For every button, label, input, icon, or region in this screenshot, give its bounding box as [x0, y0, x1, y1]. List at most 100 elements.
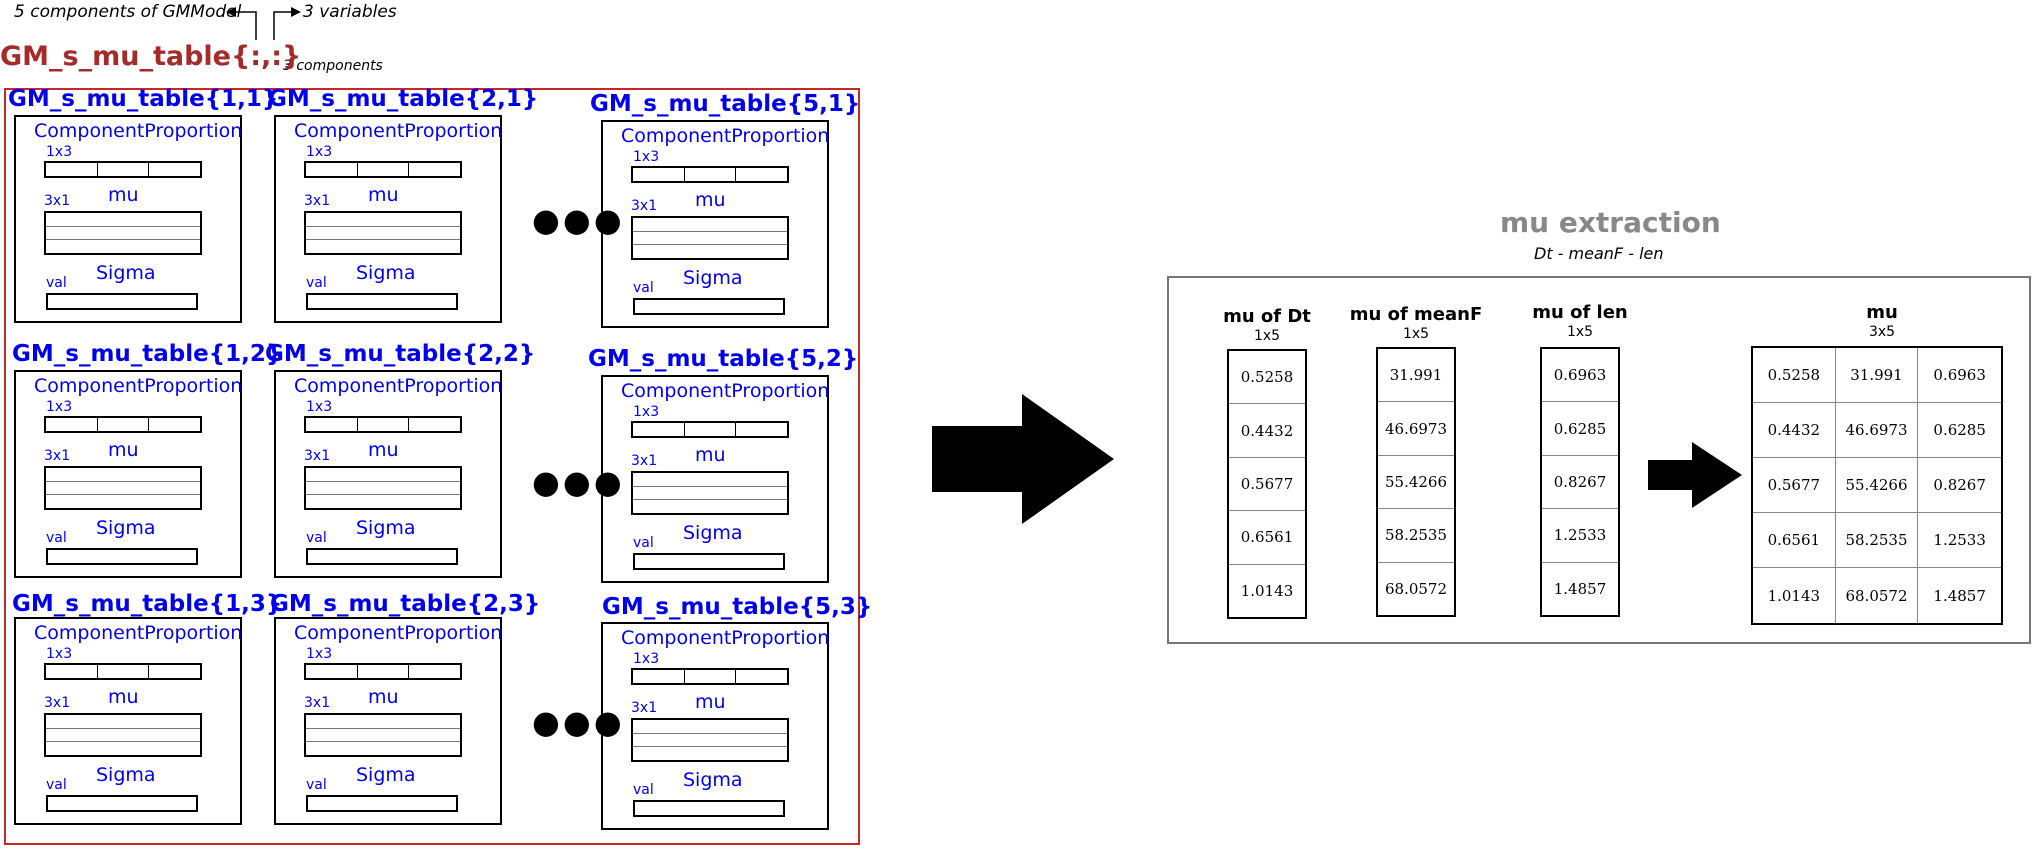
- val-label: val: [633, 280, 654, 296]
- matrix-cell: 1.0143: [1753, 568, 1836, 623]
- variables-annotation: 3 variables: [303, 2, 397, 22]
- component-proportion-label: ComponentProportion: [294, 622, 503, 644]
- cell-title: GM_s_mu_table{1,1}: [8, 86, 279, 112]
- mu-vector: [44, 466, 202, 510]
- sigma-label: Sigma: [356, 517, 416, 539]
- mu-label: mu: [108, 686, 139, 708]
- sigma-value-box: [46, 548, 198, 565]
- mu-vector: [44, 713, 202, 757]
- vector-cell: 0.8267: [1542, 456, 1618, 510]
- val-label: val: [46, 530, 67, 546]
- mu-label: mu: [695, 189, 726, 211]
- ellipsis-row-1: ●●●: [532, 201, 625, 239]
- mu-label: mu: [368, 184, 399, 206]
- matrix-cell: 46.6973: [1835, 403, 1919, 458]
- vector-cell: 55.4266: [1378, 456, 1454, 510]
- vector-cell: 46.6973: [1378, 402, 1454, 456]
- cell-box: ComponentProportion 1x3 3x1 mu val Sigma: [601, 120, 829, 328]
- matrix-cell: 68.0572: [1836, 568, 1919, 623]
- val-label: val: [633, 535, 654, 551]
- big-right-arrow-icon: [932, 394, 1114, 524]
- cell-title: GM_s_mu_table{2,2}: [265, 341, 536, 367]
- component-proportion-label: ComponentProportion: [34, 120, 243, 142]
- vector-cell: 0.5677: [1229, 458, 1305, 512]
- proportion-vector: [631, 421, 789, 438]
- dim-1x3-label: 1x3: [633, 149, 660, 165]
- dim-3x1-label: 3x1: [44, 695, 71, 711]
- dim-1x3-label: 1x3: [306, 144, 333, 160]
- sigma-label: Sigma: [96, 262, 156, 284]
- sigma-label: Sigma: [683, 522, 743, 544]
- component-proportion-label: ComponentProportion: [621, 125, 830, 147]
- sigma-value-box: [46, 293, 198, 310]
- dim-1x3-label: 1x3: [46, 144, 73, 160]
- mu-vector: [631, 718, 789, 762]
- components-annotation: 5 components of GMModel: [14, 2, 242, 22]
- dim-3x1-label: 3x1: [631, 700, 658, 716]
- sigma-label: Sigma: [96, 764, 156, 786]
- dim-3x1-label: 3x1: [631, 198, 658, 214]
- vector-name: mu of meanF: [1349, 304, 1483, 325]
- val-label: val: [46, 777, 67, 793]
- matrix-cell: 1.2533: [1918, 513, 2001, 568]
- matrix-cell: 55.4266: [1835, 458, 1919, 513]
- matrix-name: mu: [1866, 302, 1898, 323]
- proportion-vector: [44, 161, 202, 178]
- sigma-value-box: [633, 298, 785, 315]
- vector-cell: 1.2533: [1542, 509, 1618, 563]
- annotation-arrows: [226, 7, 301, 40]
- dim-1x3-label: 1x3: [306, 399, 333, 415]
- val-label: val: [46, 275, 67, 291]
- cell-title: GM_s_mu_table{2,3}: [270, 591, 541, 617]
- matrix-cell: 0.6561: [1753, 513, 1836, 568]
- mu-label: mu: [368, 439, 399, 461]
- proportion-vector: [304, 663, 462, 680]
- matrix-cell: 0.8267: [1918, 458, 2001, 513]
- dim-3x1-label: 3x1: [44, 448, 71, 464]
- matrix-cell: 0.5258: [1753, 348, 1836, 403]
- component-proportion-label: ComponentProportion: [621, 627, 830, 649]
- small-right-arrow-icon: [1648, 442, 1742, 508]
- extraction-subtitle: Dt - meanF - len: [1534, 244, 1664, 263]
- val-label: val: [306, 275, 327, 291]
- mu-label: mu: [108, 439, 139, 461]
- vector-cell: 0.6285: [1542, 402, 1618, 456]
- proportion-vector: [304, 416, 462, 433]
- dim-3x1-label: 3x1: [304, 448, 331, 464]
- sigma-label: Sigma: [96, 517, 156, 539]
- sigma-label: Sigma: [683, 267, 743, 289]
- matrix-cell: 0.5677: [1753, 458, 1836, 513]
- sigma-label: Sigma: [356, 764, 416, 786]
- vector-dim: 1x5: [1566, 324, 1594, 340]
- vector-cell: 31.991: [1378, 349, 1454, 403]
- val-label: val: [633, 782, 654, 798]
- matrix-cell: 58.2535: [1835, 513, 1919, 568]
- cell-title: GM_s_mu_table{5,3}: [602, 594, 873, 620]
- matrix-cell: 1.4857: [1933, 586, 1986, 605]
- dim-1x3-label: 1x3: [633, 651, 660, 667]
- cell-title: GM_s_mu_table{5,2}: [588, 346, 859, 372]
- vector-cell: 1.4857: [1553, 579, 1607, 598]
- extraction-frame: [1167, 276, 2031, 644]
- mu-label: mu: [368, 686, 399, 708]
- vector-cell: 58.2535: [1378, 509, 1454, 563]
- component-proportion-label: ComponentProportion: [294, 120, 503, 142]
- ellipsis-row-2: ●●●: [532, 463, 625, 501]
- cell-title: GM_s_mu_table{5,1}: [590, 91, 861, 117]
- proportion-vector: [631, 166, 789, 183]
- ellipsis-row-3: ●●●: [532, 703, 625, 741]
- vector-cell: 0.6561: [1229, 511, 1305, 565]
- dim-1x3-label: 1x3: [46, 646, 73, 662]
- dim-3x1-label: 3x1: [304, 695, 331, 711]
- matrix-cell: 31.991: [1835, 348, 1919, 403]
- mu-label: mu: [695, 444, 726, 466]
